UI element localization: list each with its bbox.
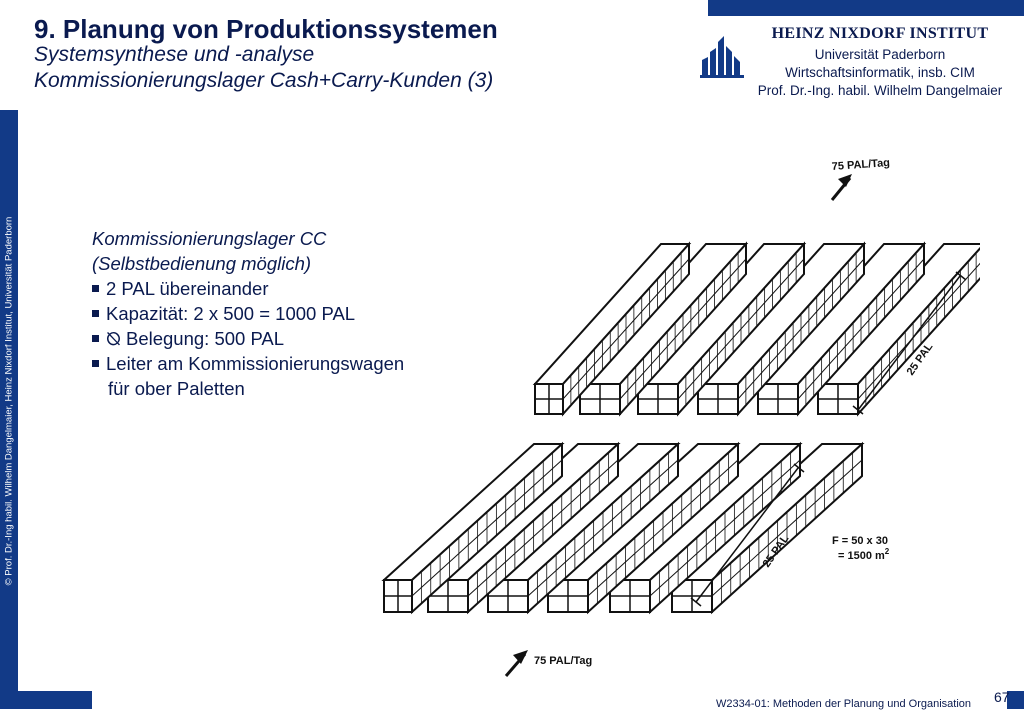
area-result-label: = 1500 m2 xyxy=(838,547,890,562)
hni-logo-icon xyxy=(700,36,744,78)
dimension-line-bottom xyxy=(690,463,805,607)
bullet-square-icon xyxy=(92,310,99,317)
bullet-continuation: für ober Paletten xyxy=(108,378,245,399)
footer-course-text: W2334-01: Methoden der Planung und Organ… xyxy=(716,698,972,710)
bullet-square-icon xyxy=(92,285,99,292)
arrow-out-icon xyxy=(504,650,528,677)
content-heading-2: (Selbstbedienung möglich) xyxy=(92,253,312,274)
rack-row-top xyxy=(532,241,980,417)
warehouse-rack-drawing: 75 PAL/Tag 25 PAL 25 PAL F = 50 x 30 = 1… xyxy=(381,157,980,677)
bullet-square-icon xyxy=(92,335,99,342)
bullet-item: Leiter am Kommissionierungswagen xyxy=(92,351,404,376)
bullet-item: 2 PAL übereinander xyxy=(92,276,404,301)
institute-professor: Prof. Dr.-Ing. habil. Wilhelm Dangelmaie… xyxy=(757,83,1003,98)
flow-in-label: 75 PAL/Tag xyxy=(831,157,890,173)
rack-unit xyxy=(695,241,867,417)
content-text-block: Kommissionierungslager CC (Selbstbedienu… xyxy=(92,226,404,401)
institute-university: Universität Paderborn xyxy=(814,47,946,62)
arrow-in-icon xyxy=(830,174,852,201)
copyright-vertical-text: © Prof. Dr.-Ing habil. Wilhelm Dangelmai… xyxy=(3,216,15,586)
slide-subtitle-1: Systemsynthese und -analyse xyxy=(34,43,315,66)
page-number: 67 xyxy=(994,689,1010,705)
dimension-line-top xyxy=(852,271,967,415)
bullet-item: Kapazität: 2 x 500 = 1000 PAL xyxy=(92,301,404,326)
institute-department: Wirtschaftsinformatik, insb. CIM xyxy=(785,65,975,80)
rack-unit xyxy=(532,241,692,417)
area-formula-label: F = 50 x 30 xyxy=(832,535,888,547)
slide-title: 9. Planung von Produktionssystemen xyxy=(34,14,498,44)
institute-name: HEINZ NIXDORF INSTITUT xyxy=(771,25,989,42)
flow-out-label: 75 PAL/Tag xyxy=(534,655,592,667)
rack-row-bottom xyxy=(381,441,865,615)
slide-subtitle-2: Kommissionierungslager Cash+Carry-Kunden… xyxy=(34,69,494,92)
content-heading-1: Kommissionierungslager CC xyxy=(92,228,327,249)
footer-gap xyxy=(92,691,1007,709)
bullet-square-icon xyxy=(92,360,99,367)
bullet-item: ⦰ Belegung: 500 PAL xyxy=(92,326,404,351)
left-sidebar-bar xyxy=(0,110,18,692)
rack-unit xyxy=(381,441,565,615)
top-right-strip xyxy=(708,0,1024,16)
